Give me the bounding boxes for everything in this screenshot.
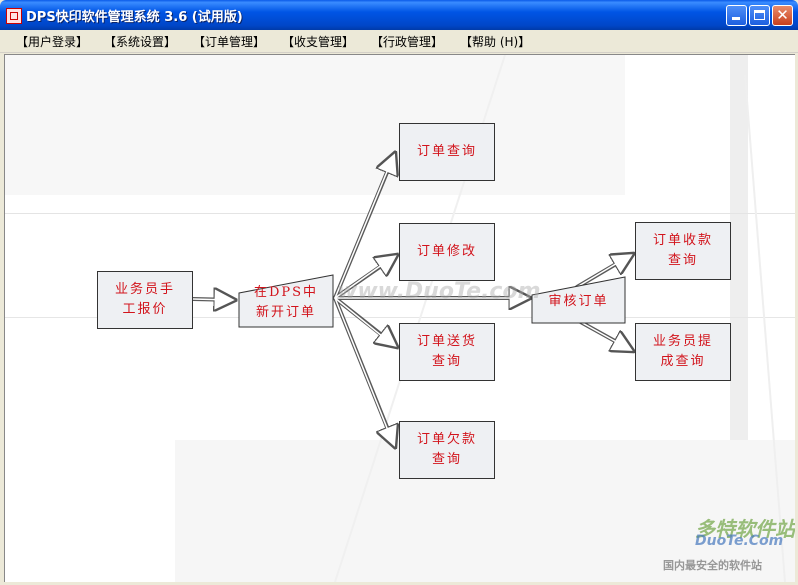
review-order-shape	[531, 276, 626, 324]
menu-admin-management[interactable]: 【行政管理】	[371, 35, 444, 49]
watermark-caption: 国内最安全的软件站	[663, 559, 762, 572]
flow-label: 审核订单	[548, 294, 609, 309]
flow-box-order-query[interactable]: 订单查询	[399, 123, 495, 181]
minimize-icon	[732, 17, 740, 20]
watermark-text: www.DuoTe.com	[337, 279, 541, 304]
window-title: DPS快印软件管理系统 3.6 (试用版)	[26, 10, 243, 25]
watermark-logo: 多特软件站	[695, 517, 795, 541]
flow-box-order-modify[interactable]: 订单修改	[399, 223, 495, 281]
title-bar[interactable]: DPS快印软件管理系统 3.6 (试用版) ✕	[0, 0, 798, 30]
connector-arrows	[191, 55, 786, 582]
flow-box-arrears-query[interactable]: 订单欠款查询	[399, 421, 495, 479]
maximize-button[interactable]	[749, 5, 770, 26]
menu-help[interactable]: 【帮助 (H)】	[460, 35, 531, 49]
menu-order-management[interactable]: 【订单管理】	[193, 35, 266, 49]
flow-label: 订单收款查询	[652, 233, 713, 268]
flow-label: 在DPS中新开订单	[253, 285, 319, 320]
maximize-icon	[754, 10, 765, 20]
flow-box-review-order[interactable]: 审核订单	[532, 277, 625, 323]
flow-box-create-order[interactable]: 在DPS中新开订单	[239, 275, 333, 327]
background-line	[5, 213, 795, 214]
menu-user-login[interactable]: 【用户登录】	[16, 35, 89, 49]
app-icon[interactable]	[6, 8, 22, 24]
flow-label: 订单欠款查询	[416, 432, 477, 467]
watermark-logo-sub: DuoTe.Com	[695, 533, 784, 549]
flow-box-manual-quote[interactable]: 业务员手工报价	[97, 271, 193, 329]
background-line	[5, 317, 795, 318]
minimize-button[interactable]	[726, 5, 747, 26]
flow-label: 业务员手工报价	[114, 282, 175, 317]
background-panel	[5, 55, 625, 195]
menu-finance-management[interactable]: 【收支管理】	[282, 35, 355, 49]
flow-label: 订单查询	[416, 144, 477, 159]
flow-label: 业务员提成查询	[652, 334, 713, 369]
flow-box-payment-query[interactable]: 订单收款查询	[635, 222, 731, 280]
flow-box-delivery-query[interactable]: 订单送货查询	[399, 323, 495, 381]
workflow-canvas: 业务员手工报价 在DPS中新开订单 订单查询 订单修改 订单送货查询 订单欠款查…	[4, 54, 795, 582]
close-button[interactable]: ✕	[772, 5, 793, 26]
flow-label: 订单修改	[416, 244, 477, 259]
menu-bar: 【用户登录】 【系统设置】 【订单管理】 【收支管理】 【行政管理】 【帮助 (…	[0, 30, 798, 53]
flow-label: 订单送货查询	[416, 334, 477, 369]
menu-system-settings[interactable]: 【系统设置】	[104, 35, 177, 49]
create-order-shape	[238, 274, 334, 328]
close-icon: ✕	[776, 6, 789, 24]
flow-box-commission-query[interactable]: 业务员提成查询	[635, 323, 731, 381]
